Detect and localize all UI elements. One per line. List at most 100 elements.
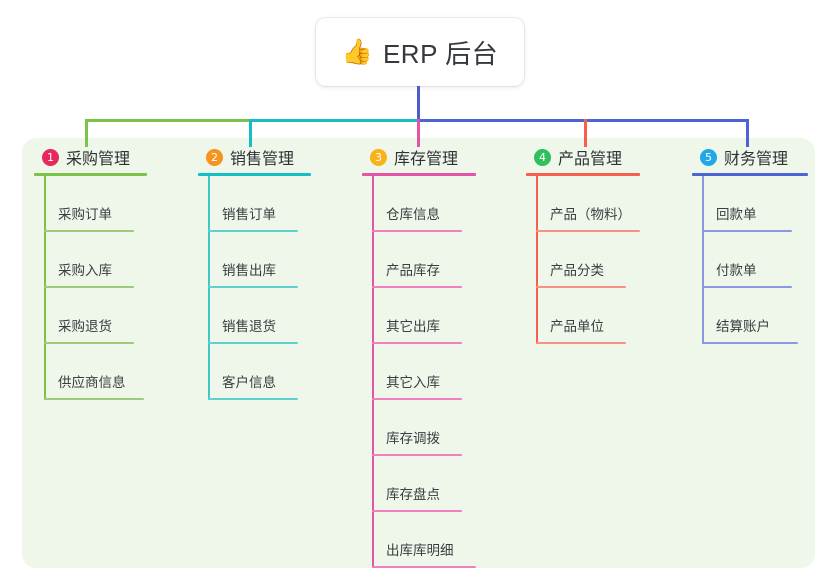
leaf-label: 采购退货 [58, 319, 112, 334]
branch-header-2[interactable]: 2 销售管理 [198, 146, 311, 168]
leaf-rule [208, 286, 298, 288]
leaf-rule [536, 286, 626, 288]
branch-badge-4: 4 [534, 148, 551, 166]
connector-bus-left [85, 119, 251, 122]
branch-items-5: 回款单 付款单 结算账户 [692, 176, 808, 344]
leaf-rule [372, 286, 462, 288]
leaf-label: 其它入库 [386, 375, 440, 390]
leaf-rule [536, 342, 626, 344]
branch-title-5: 财务管理 [724, 151, 789, 168]
branch-badge-1: 1 [42, 148, 59, 166]
leaf-rule [44, 230, 134, 232]
leaf-rule [372, 230, 462, 232]
leaf-label: 出库库明细 [386, 543, 454, 558]
branch-column-3: 3 库存管理 仓库信息 产品库存 其它出库 其它入库 库存调拨 [362, 146, 476, 568]
branch-spine-2 [208, 176, 210, 400]
leaf-label: 采购订单 [58, 207, 112, 222]
connector-bus-middle [249, 119, 420, 122]
leaf-item[interactable]: 采购订单 [34, 176, 147, 232]
root-node[interactable]: 👍 ERP 后台 [316, 18, 524, 86]
leaf-item[interactable]: 付款单 [692, 232, 808, 288]
leaf-label: 销售出库 [222, 263, 276, 278]
branch-header-1[interactable]: 1 采购管理 [34, 146, 147, 168]
branch-spine-1 [44, 176, 46, 400]
leaf-label: 结算账户 [716, 319, 770, 334]
connector-drop-2 [249, 119, 252, 147]
branch-column-4: 4 产品管理 产品（物料） 产品分类 产品单位 [526, 146, 640, 344]
leaf-rule [372, 398, 462, 400]
leaf-label: 客户信息 [222, 375, 276, 390]
branch-title-4: 产品管理 [558, 151, 623, 168]
leaf-rule [536, 230, 640, 232]
leaf-label: 产品分类 [550, 263, 604, 278]
leaf-label: 其它出库 [386, 319, 440, 334]
branch-title-1: 采购管理 [66, 151, 131, 168]
branch-spine-5 [702, 176, 704, 344]
leaf-label: 付款单 [716, 263, 757, 278]
leaf-item[interactable]: 仓库信息 [362, 176, 476, 232]
diagram-panel [22, 138, 815, 568]
leaf-item[interactable]: 出库库明细 [362, 512, 476, 568]
leaf-item[interactable]: 产品库存 [362, 232, 476, 288]
branch-header-4[interactable]: 4 产品管理 [526, 146, 640, 168]
branch-column-1: 1 采购管理 采购订单 采购入库 采购退货 供应商信息 [34, 146, 147, 400]
leaf-item[interactable]: 销售出库 [198, 232, 311, 288]
leaf-rule [208, 342, 298, 344]
branch-title-2: 销售管理 [230, 151, 295, 168]
connector-drop-3 [417, 119, 420, 147]
leaf-item[interactable]: 供应商信息 [34, 344, 147, 400]
leaf-item[interactable]: 产品分类 [526, 232, 640, 288]
leaf-rule [372, 566, 476, 568]
connector-drop-1 [85, 119, 88, 147]
branch-column-5: 5 财务管理 回款单 付款单 结算账户 [692, 146, 808, 344]
leaf-item[interactable]: 库存盘点 [362, 456, 476, 512]
branch-badge-3: 3 [370, 148, 387, 166]
leaf-item[interactable]: 其它入库 [362, 344, 476, 400]
leaf-item[interactable]: 产品单位 [526, 288, 640, 344]
branch-rule-3 [362, 173, 476, 176]
branch-items-3: 仓库信息 产品库存 其它出库 其它入库 库存调拨 库存盘点 [362, 176, 476, 568]
branch-badge-5: 5 [700, 148, 717, 166]
leaf-label: 库存盘点 [386, 487, 440, 502]
thumbs-up-icon: 👍 [341, 37, 373, 66]
leaf-rule [372, 510, 462, 512]
leaf-label: 供应商信息 [58, 375, 126, 390]
leaf-item[interactable]: 产品（物料） [526, 176, 640, 232]
branch-items-4: 产品（物料） 产品分类 产品单位 [526, 176, 640, 344]
leaf-rule [372, 454, 462, 456]
branch-badge-2: 2 [206, 148, 223, 166]
branch-title-3: 库存管理 [394, 151, 459, 168]
leaf-rule [372, 342, 462, 344]
branch-header-3[interactable]: 3 库存管理 [362, 146, 476, 168]
leaf-item[interactable]: 结算账户 [692, 288, 808, 344]
leaf-item[interactable]: 采购入库 [34, 232, 147, 288]
branch-rule-2 [198, 173, 311, 176]
leaf-rule [44, 286, 134, 288]
branch-spine-3 [372, 176, 374, 568]
connector-drop-4 [584, 119, 587, 147]
leaf-item[interactable]: 其它出库 [362, 288, 476, 344]
branch-column-2: 2 销售管理 销售订单 销售出库 销售退货 客户信息 [198, 146, 311, 400]
leaf-item[interactable]: 库存调拨 [362, 400, 476, 456]
leaf-label: 采购入库 [58, 263, 112, 278]
leaf-label: 产品库存 [386, 263, 440, 278]
branch-items-2: 销售订单 销售出库 销售退货 客户信息 [198, 176, 311, 400]
leaf-label: 仓库信息 [386, 207, 440, 222]
connector-root-stem [417, 86, 420, 122]
leaf-rule [208, 398, 298, 400]
branch-spine-4 [536, 176, 538, 344]
leaf-rule [44, 342, 134, 344]
branch-items-1: 采购订单 采购入库 采购退货 供应商信息 [34, 176, 147, 400]
leaf-item[interactable]: 销售订单 [198, 176, 311, 232]
leaf-item[interactable]: 回款单 [692, 176, 808, 232]
leaf-item[interactable]: 采购退货 [34, 288, 147, 344]
leaf-label: 库存调拨 [386, 431, 440, 446]
leaf-label: 销售订单 [222, 207, 276, 222]
leaf-rule [702, 230, 792, 232]
leaf-label: 产品（物料） [550, 207, 631, 222]
leaf-item[interactable]: 客户信息 [198, 344, 311, 400]
leaf-label: 销售退货 [222, 319, 276, 334]
branch-header-5[interactable]: 5 财务管理 [692, 146, 808, 168]
leaf-label: 产品单位 [550, 319, 604, 334]
leaf-item[interactable]: 销售退货 [198, 288, 311, 344]
